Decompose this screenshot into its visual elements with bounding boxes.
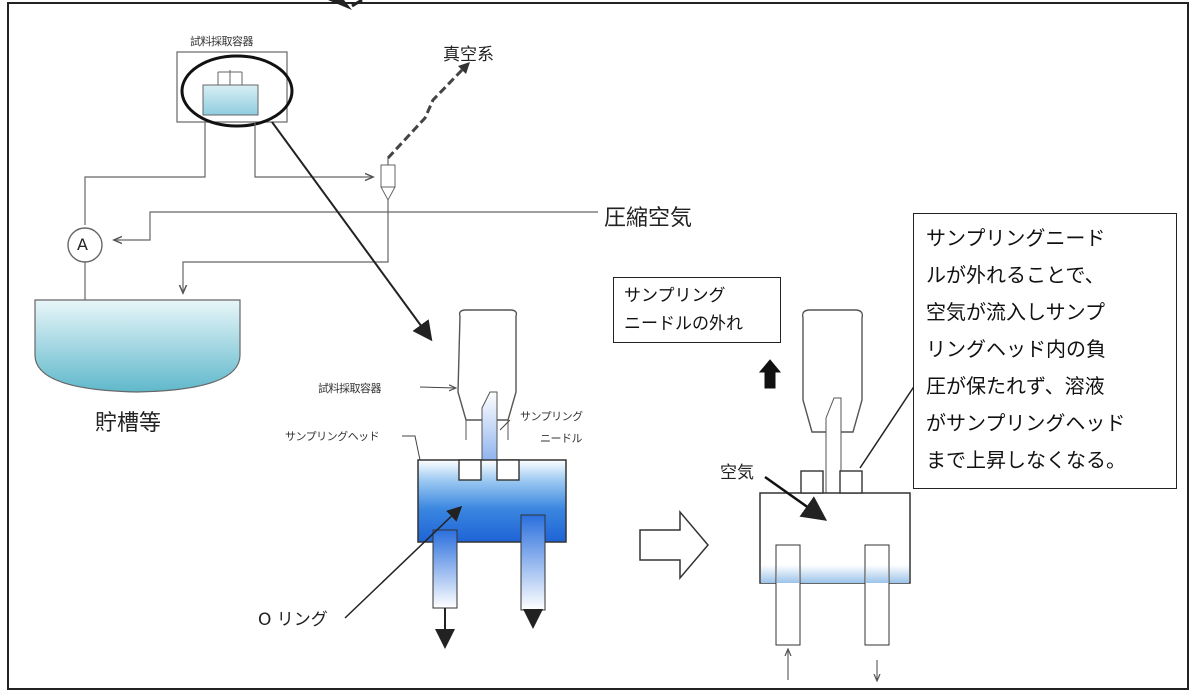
explanation-line-7: まで上昇しなくなる。 (926, 448, 1126, 472)
label-sampling-device: 試料採取容器 (190, 35, 254, 48)
leader-sample-container (419, 387, 455, 388)
vacuum-line (386, 68, 464, 160)
sampling-device-box (176, 51, 288, 123)
vacuum-trap (380, 164, 396, 188)
explanation-line-1: サンプリングニード (926, 226, 1106, 250)
up-arrow-icon (758, 359, 782, 389)
detached-bottle (801, 309, 864, 433)
label-needle-line2: ニードル (540, 432, 583, 445)
label-compressed-air: 圧縮空気 (604, 206, 693, 231)
air-flow-arrow (764, 475, 828, 521)
label-sample-container: 試料採取容器 (318, 382, 382, 395)
callout-needle-detached-line1: サンプリング (624, 286, 726, 306)
outlet-pipe-left (432, 529, 458, 609)
storage-tank (34, 299, 241, 393)
failed-outlet-right (864, 544, 890, 646)
compressed-air-line (115, 211, 598, 240)
leader-needle (499, 419, 511, 431)
explanation-line-3: 空気が流入しサンプ (926, 300, 1105, 324)
explanation-line-4: リングヘッド内の負 (926, 337, 1106, 361)
failed-outlet-left (775, 544, 801, 646)
failed-o-ring-left (800, 470, 824, 494)
outlet-pipe-right (520, 514, 546, 611)
sample-vial (202, 84, 259, 116)
label-storage-tank: 貯槽等 (95, 411, 162, 436)
callout-pointer (859, 384, 916, 469)
o-ring-left (458, 459, 482, 481)
explanation-line-2: ルが外れることで、 (926, 263, 1105, 287)
failed-o-ring-right (839, 470, 863, 494)
pipe-to-tank (183, 200, 389, 292)
label-air: 空気 (720, 463, 754, 483)
top-arrow-icon (328, 0, 352, 10)
sample-container-bottle (457, 309, 518, 421)
label-vacuum: 真空系 (443, 45, 494, 65)
outer-frame (7, 2, 1189, 690)
label-o-ring: O リング (258, 610, 328, 630)
explanation-line-6: がサンプリングヘッド (926, 411, 1126, 435)
explanation-line-5: 圧が保たれず、溶液 (926, 374, 1105, 398)
callout-needle-detached: サンプリング ニードルの外れ (613, 277, 781, 343)
highlight-ellipse (180, 54, 294, 128)
leader-o-ring (344, 505, 463, 619)
callout-explanation: サンプリングニード ルが外れることで、 空気が流入しサンプ リングヘッド内の負 … (913, 213, 1177, 489)
label-ammeter: A (77, 235, 88, 254)
o-ring-right (496, 459, 520, 481)
pipe-to-vacuum-trap (254, 122, 372, 177)
callout-needle-detached-line2: ニードルの外れ (624, 314, 743, 334)
label-sampling-head: サンプリングヘッド (285, 430, 380, 443)
transition-arrow-icon (639, 509, 709, 581)
leader-head (402, 435, 421, 461)
label-needle-line1: サンプリング (520, 410, 583, 423)
pipe-to-ammeter (84, 122, 206, 225)
zoom-arrow (271, 121, 433, 342)
